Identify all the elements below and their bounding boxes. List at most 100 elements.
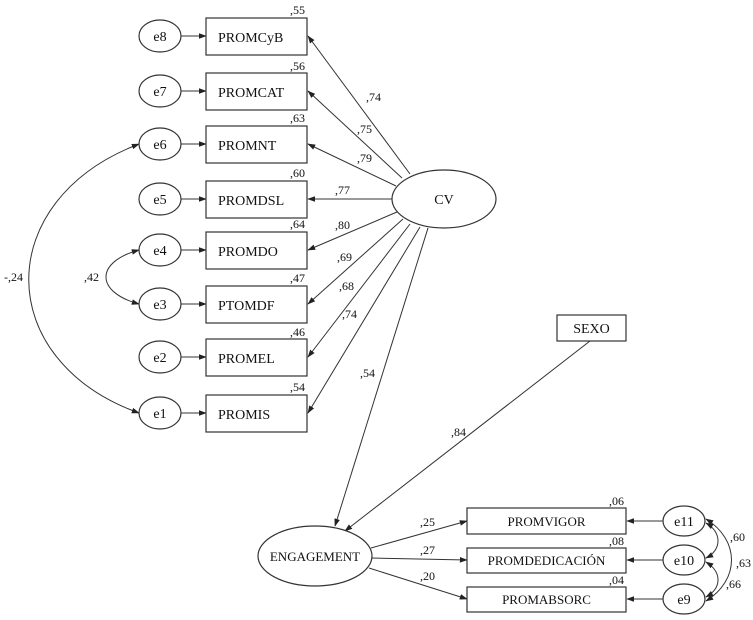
error-label: e10 xyxy=(674,554,694,569)
covariance-arc-e11-e10 xyxy=(705,522,719,559)
indicator-box xyxy=(205,285,308,324)
structural-path-sexo-engagement xyxy=(344,340,591,532)
error-label: e8 xyxy=(153,30,166,45)
loading-label: ,27 xyxy=(420,543,435,557)
indicator-label: PROMVIGOR xyxy=(507,514,585,529)
indicator-box xyxy=(205,231,308,270)
indicator-promabsorc[interactable]: PROMABSORC ,04 e9 xyxy=(466,573,706,615)
error-label: e3 xyxy=(153,298,166,313)
indicator-promvigor[interactable]: PROMVIGOR ,06 e11 xyxy=(466,494,706,537)
error-label: e7 xyxy=(153,85,166,100)
loading-label: ,74 xyxy=(366,90,381,104)
r2-label: ,46 xyxy=(290,325,305,339)
loading-label: ,20 xyxy=(420,569,435,583)
error-ellipse xyxy=(662,544,706,576)
loading-path-arrow xyxy=(307,218,404,305)
path-coef-sexo-engagement: ,84 xyxy=(451,425,466,439)
r2-label: ,60 xyxy=(290,166,305,180)
indicator-box xyxy=(205,72,308,111)
error-label: e2 xyxy=(153,351,166,366)
loading-path-arrow xyxy=(307,223,411,358)
error-label: e5 xyxy=(153,193,166,208)
indicator-promis[interactable]: PROMIS ,54 e1 xyxy=(138,380,308,433)
observed-sexo-label: SEXO xyxy=(573,322,610,337)
covariance-label-e11-e9: ,63 xyxy=(736,556,751,570)
loading-label: ,75 xyxy=(357,122,372,136)
r2-label: ,04 xyxy=(609,573,624,587)
indicator-label: PROMABSORC xyxy=(502,592,591,607)
error-ellipse xyxy=(138,233,182,267)
cv-indicators: PROMCyB ,55 e8 PROMCAT ,56 e7 PROMNT ,63… xyxy=(138,3,308,433)
indicator-box xyxy=(466,547,627,574)
loading-label: ,79 xyxy=(357,151,372,165)
indicator-box xyxy=(205,394,308,433)
error-ellipse xyxy=(138,287,182,321)
error-label: e9 xyxy=(677,593,690,608)
indicator-label: PROMIS xyxy=(218,408,270,423)
loading-label: ,68 xyxy=(339,279,354,293)
latent-cv[interactable]: CV xyxy=(391,169,497,229)
indicator-label: PROMDSL xyxy=(218,194,284,209)
path-coef-cv-engagement: ,54 xyxy=(360,366,375,380)
loading-label: ,77 xyxy=(335,183,350,197)
cv-loading-labels: ,74 ,75 ,79 ,77 ,80 ,69 ,68 ,74 xyxy=(335,90,381,321)
covariance-arc-e10-e9 xyxy=(705,561,719,598)
indicator-promcat[interactable]: PROMCAT ,56 e7 xyxy=(138,59,308,111)
indicator-promnt[interactable]: PROMNT ,63 e6 xyxy=(138,111,308,164)
loading-label: ,69 xyxy=(337,250,352,264)
engagement-indicators: PROMVIGOR ,06 e11 PROMDEDICACIÓN ,08 e10… xyxy=(466,494,706,615)
indicator-promdsl[interactable]: PROMDSL ,60 e5 xyxy=(138,166,308,219)
indicator-promel[interactable]: PROMEL ,46 e2 xyxy=(138,325,308,377)
indicator-promdo[interactable]: PROMDO ,64 e4 xyxy=(138,217,308,270)
structural-path-cv-engagement xyxy=(334,227,429,527)
covariance-label-e4-e3: ,42 xyxy=(84,270,99,284)
indicator-label: PROMCAT xyxy=(218,86,285,101)
indicator-promcyb[interactable]: PROMCyB ,55 e8 xyxy=(138,3,308,56)
r2-label: ,54 xyxy=(290,380,305,394)
error-label: e11 xyxy=(674,515,694,530)
loading-label: ,74 xyxy=(342,307,357,321)
indicator-box xyxy=(466,507,627,535)
covariance-label-e6-e1: -,24 xyxy=(4,270,23,284)
indicator-label: PROMDO xyxy=(218,245,278,260)
error-ellipse xyxy=(662,583,706,615)
loading-label: ,80 xyxy=(335,218,350,232)
covariance-arc-e6-e1 xyxy=(28,143,140,414)
loading-path-arrow xyxy=(371,557,468,563)
latent-engagement[interactable]: ENGAGEMENT xyxy=(257,525,373,587)
indicator-box xyxy=(466,586,627,613)
latent-engagement-label: ENGAGEMENT xyxy=(270,549,360,564)
r2-label: ,08 xyxy=(609,534,624,548)
covariance-label-e10-e9: ,66 xyxy=(726,577,741,591)
error-ellipse xyxy=(138,396,182,430)
latent-cv-label: CV xyxy=(434,193,453,208)
indicator-promdedicacion[interactable]: PROMDEDICACIÓN ,08 e10 xyxy=(466,534,706,576)
error-ellipse xyxy=(138,182,182,216)
observed-sexo-box xyxy=(556,314,627,342)
indicator-box xyxy=(205,17,308,56)
r2-label: ,47 xyxy=(290,271,305,285)
indicator-label: PROMDEDICACIÓN xyxy=(488,553,606,568)
indicator-box xyxy=(205,125,308,164)
latent-cv-ellipse xyxy=(391,169,497,229)
error-ellipse xyxy=(138,74,182,108)
error-ellipse xyxy=(138,127,182,161)
error-label: e4 xyxy=(153,244,166,259)
loading-path-arrow xyxy=(368,567,468,600)
indicator-label: PROMCyB xyxy=(218,31,283,46)
r2-label: ,64 xyxy=(290,217,305,231)
r2-label: ,55 xyxy=(290,3,305,17)
indicator-label: PROMNT xyxy=(218,139,277,154)
observed-sexo[interactable]: SEXO xyxy=(556,314,627,342)
covariance-arc-e11-e9 xyxy=(705,518,732,602)
indicator-label: PTOMDF xyxy=(218,299,275,314)
covariance-label-e11-e10: ,60 xyxy=(730,530,745,544)
indicator-label: PROMEL xyxy=(218,352,275,367)
r2-label: ,06 xyxy=(609,494,624,508)
r2-label: ,63 xyxy=(290,111,305,125)
latent-engagement-ellipse xyxy=(257,525,373,587)
loading-path-arrow xyxy=(307,226,421,414)
error-ellipse xyxy=(138,340,182,374)
indicator-ptomdf[interactable]: PTOMDF ,47 e3 xyxy=(138,271,308,324)
